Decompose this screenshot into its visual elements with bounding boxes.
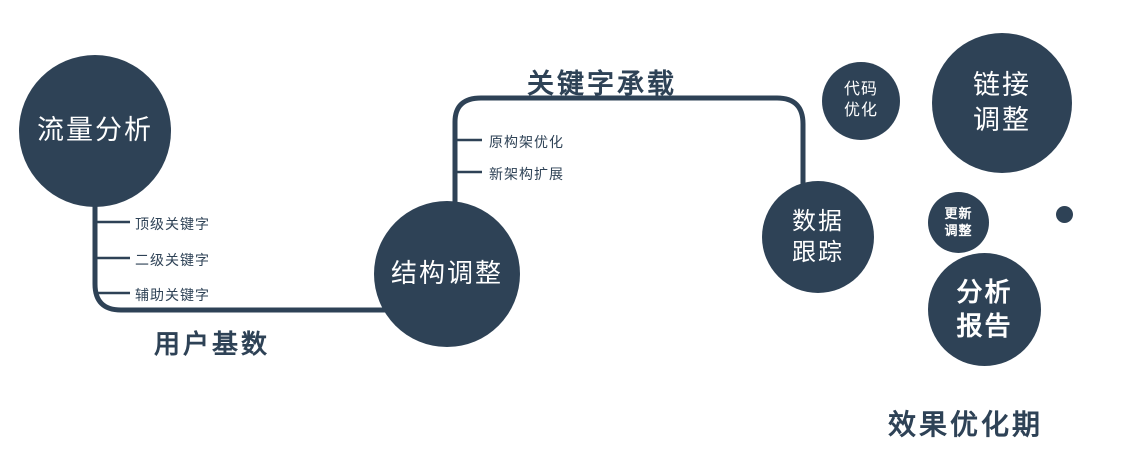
edge-label-keyword-carrying: 关键字承载 [527, 69, 677, 99]
node-label-line1: 链接 [973, 69, 1031, 100]
bullet-dot [1056, 206, 1073, 223]
node-data-tracking: 数据 跟踪 [762, 181, 874, 293]
node-label-line2: 调整 [944, 222, 973, 238]
node-link-adjustment: 链接 调整 [932, 33, 1072, 173]
node-label-line2: 优化 [843, 102, 878, 119]
node-label-line2: 跟踪 [792, 239, 844, 266]
node-update-adjustment: 更新 调整 [928, 192, 989, 253]
branch-label-original-architecture: 原构架优化 [489, 134, 564, 150]
node-code-optimization: 代码 优化 [822, 62, 900, 140]
node-label-line1: 数据 [792, 207, 844, 235]
node-label-line1: 代码 [843, 81, 878, 99]
node-label-line2: 调整 [973, 105, 1031, 135]
branch-label-new-architecture: 新架构扩展 [489, 166, 564, 182]
node-traffic-analysis: 流量分析 [19, 55, 171, 207]
branch-label-second-keywords: 二级关键字 [135, 252, 210, 268]
node-label-line1: 更新 [944, 205, 973, 221]
node-label: 流量分析 [37, 115, 153, 146]
node-label: 结构调整 [390, 258, 503, 289]
node-analysis-report: 分析 报告 [928, 253, 1041, 366]
branch-label-top-keywords: 顶级关键字 [135, 216, 210, 232]
node-label-line2: 报告 [956, 310, 1013, 341]
footer-caption: 效果优化期 [888, 409, 1044, 440]
node-structure-adjustment: 结构调整 [374, 201, 520, 347]
node-label-line1: 分析 [956, 276, 1013, 307]
edge-label-user-base: 用户基数 [154, 329, 271, 359]
branch-label-aux-keywords: 辅助关键字 [135, 287, 210, 303]
connector-structure-to-tracking [452, 95, 806, 212]
